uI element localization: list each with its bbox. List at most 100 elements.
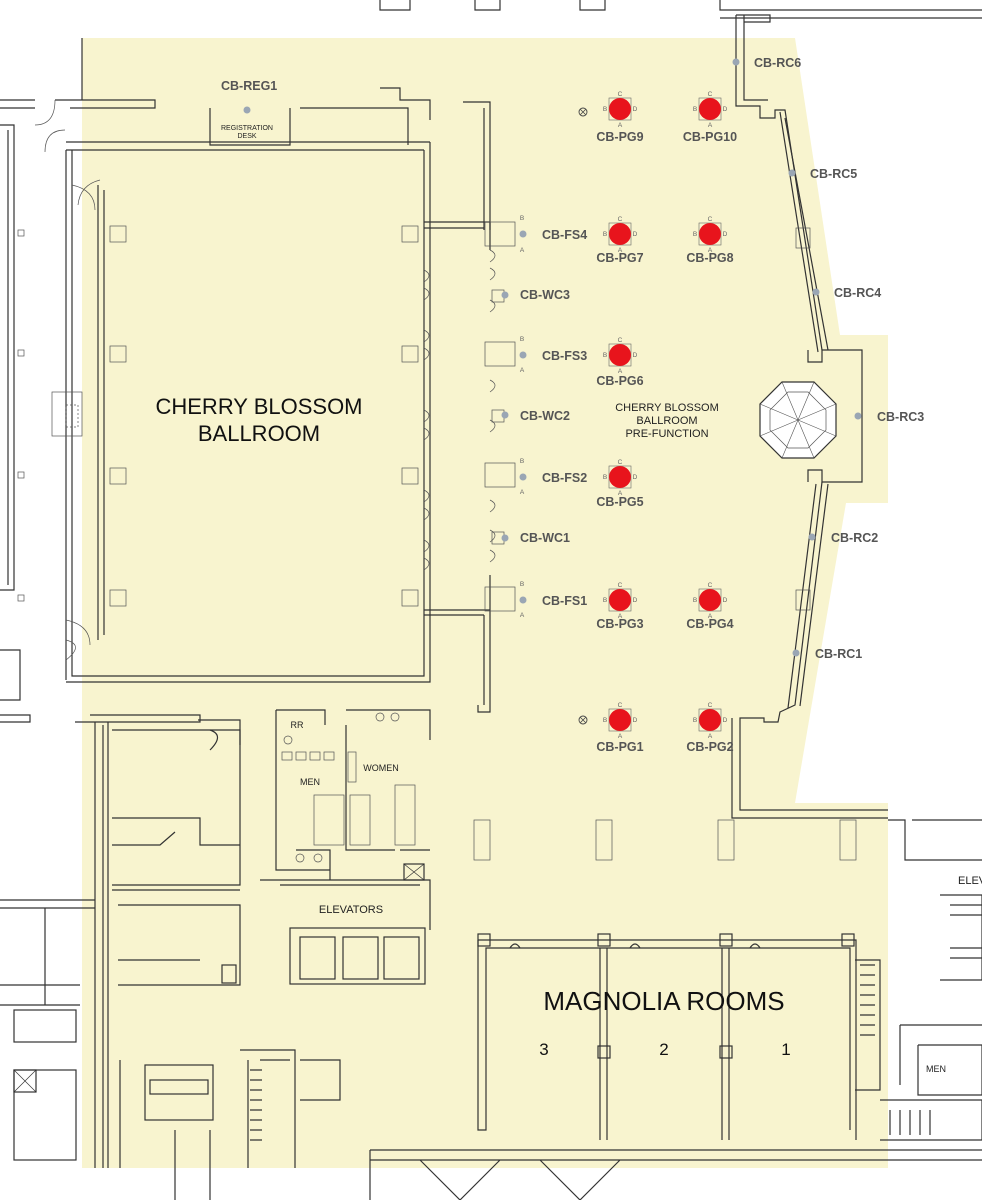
pg5-letter-d: D	[633, 474, 638, 481]
label-cb-rc1: CB-RC1	[815, 647, 862, 661]
pg2-letter-b: B	[693, 717, 697, 724]
pg4-letter-a: A	[708, 613, 713, 620]
elevators-cut-label: ELEV	[958, 875, 982, 887]
registration-label-line2: DESK	[237, 133, 256, 140]
pg3-letter-c: C	[618, 582, 623, 589]
label-cb-fs4: CB-FS4	[542, 228, 587, 242]
pg6-letter-d: D	[633, 352, 638, 359]
label-cb-pg1: CB-PG1	[596, 740, 643, 754]
red-circle-icon	[699, 223, 721, 245]
red-circle-icon	[609, 223, 631, 245]
pg1-letter-c: C	[618, 702, 623, 709]
pg4-letter-b: B	[693, 597, 697, 604]
pg10-marker	[698, 97, 722, 121]
label-cb-rc6: CB-RC6	[754, 56, 801, 70]
service-core	[107, 709, 431, 1168]
red-circle-icon	[699, 589, 721, 611]
women-restroom-label: WOMEN	[363, 763, 399, 773]
label-cb-fs1: CB-FS1	[542, 594, 587, 608]
elevators-label: ELEVATORS	[319, 904, 383, 916]
point-markers	[243, 58, 862, 657]
label-cb-pg7: CB-PG7	[596, 251, 643, 265]
pg5-marker	[608, 465, 632, 489]
fs2-letter-a: A	[520, 489, 525, 496]
ballroom-doors	[34, 99, 496, 661]
fs1-letter-b: B	[520, 581, 524, 588]
grey-dot-icon	[808, 533, 816, 541]
men-restroom-label: MEN	[300, 777, 320, 787]
label-cb-rc4: CB-RC4	[834, 286, 881, 300]
pg6-marker	[608, 343, 632, 367]
pg-markers	[608, 97, 722, 732]
room-labels: CHERRY BLOSSOM BALLROOM CHERRY BLOSSOM B…	[155, 125, 982, 1074]
pg9-marker	[608, 97, 632, 121]
grey-dot-icon	[854, 412, 862, 420]
pg8-letter-c: C	[708, 216, 713, 223]
grey-dot-icon	[732, 58, 740, 66]
restroom-fixtures	[281, 712, 416, 863]
pg7-marker	[608, 222, 632, 246]
pg7-letter-b: B	[603, 231, 607, 238]
fs4-letter-a: A	[520, 247, 525, 254]
pg9-letter-a: A	[618, 122, 623, 129]
label-cb-reg1: CB-REG1	[221, 79, 277, 93]
pg1-letter-d: D	[633, 717, 638, 724]
label-cb-pg6: CB-PG6	[596, 374, 643, 388]
point-labels: CB-REG1 CB-RC6 CB-RC5 CB-RC4 CB-RC3 CB-R…	[221, 56, 924, 754]
red-circle-icon	[609, 344, 631, 366]
label-cb-rc2: CB-RC2	[831, 531, 878, 545]
pg8-letter-b: B	[693, 231, 697, 238]
label-cb-pg2: CB-PG2	[686, 740, 733, 754]
label-cb-fs2: CB-FS2	[542, 471, 587, 485]
label-cb-pg5: CB-PG5	[596, 495, 643, 509]
pg3-marker	[608, 588, 632, 612]
pg7-letter-a: A	[618, 247, 623, 254]
grey-dot-icon	[519, 351, 527, 359]
pg5-letter-b: B	[603, 474, 607, 481]
grey-dot-icon	[788, 169, 796, 177]
red-circle-icon	[609, 466, 631, 488]
pg3-letter-a: A	[618, 613, 623, 620]
pg4-letter-d: D	[723, 597, 728, 604]
prefunction-label-line1: CHERRY BLOSSOM	[615, 402, 719, 414]
grey-dot-icon	[501, 411, 509, 419]
fs3-letter-b: B	[520, 336, 524, 343]
magnolia-room-1-label: 1	[781, 1040, 790, 1059]
grey-dot-icon	[519, 596, 527, 604]
ballroom-columns	[17, 225, 419, 607]
red-circle-icon	[699, 98, 721, 120]
pg4-marker	[698, 588, 722, 612]
pg9-letter-d: D	[633, 106, 638, 113]
pg3-letter-d: D	[633, 597, 638, 604]
pg10-letter-d: D	[723, 106, 728, 113]
label-cb-rc5: CB-RC5	[810, 167, 857, 181]
pg9-letter-b: B	[603, 106, 607, 113]
prefunction-label-line2: BALLROOM	[636, 415, 697, 427]
men-right-label: MEN	[926, 1064, 946, 1074]
label-cb-pg4: CB-PG4	[686, 617, 733, 631]
red-circle-icon	[609, 589, 631, 611]
grey-dot-icon	[519, 473, 527, 481]
pg3-letter-b: B	[603, 597, 607, 604]
pg7-letter-d: D	[633, 231, 638, 238]
box-letters: C A B D C A B D C A B D C A B D C A B D …	[520, 91, 728, 740]
magnolia-room-3-label: 3	[539, 1040, 548, 1059]
pg5-letter-a: A	[618, 490, 623, 497]
pg10-letter-c: C	[708, 91, 713, 98]
label-cb-rc3: CB-RC3	[877, 410, 924, 424]
pg2-marker	[698, 708, 722, 732]
label-cb-pg9: CB-PG9	[596, 130, 643, 144]
label-cb-wc1: CB-WC1	[520, 531, 570, 545]
fs2-letter-b: B	[520, 458, 524, 465]
grey-dot-icon	[501, 534, 509, 542]
magnolia-rooms-label: MAGNOLIA ROOMS	[543, 986, 784, 1016]
grey-dot-icon	[812, 288, 820, 296]
red-circle-icon	[609, 98, 631, 120]
grey-dot-icon	[792, 649, 800, 657]
pg10-letter-a: A	[708, 122, 713, 129]
pg4-letter-c: C	[708, 582, 713, 589]
small-x-markers	[578, 107, 588, 725]
pg2-letter-d: D	[723, 717, 728, 724]
label-cb-pg3: CB-PG3	[596, 617, 643, 631]
